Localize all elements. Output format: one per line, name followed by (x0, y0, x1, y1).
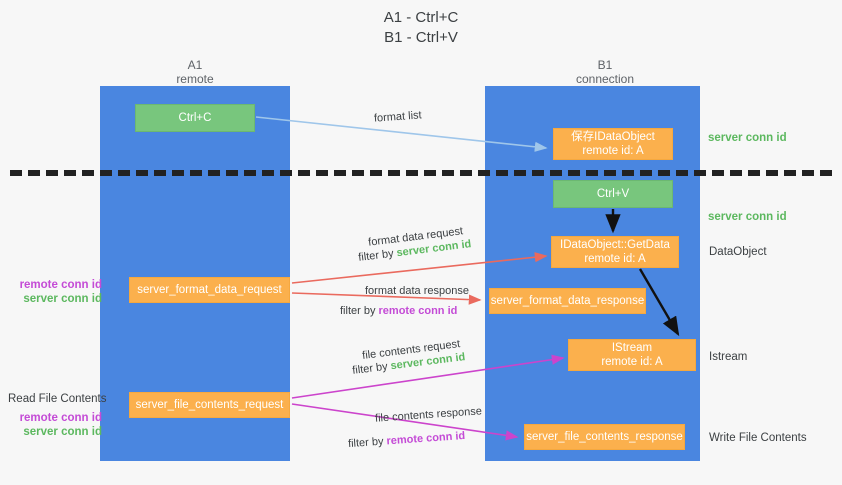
annotation-server-conn-id-top: server conn id (708, 132, 787, 144)
annotation-dataobject: DataObject (709, 246, 767, 258)
edge-filter-prefix: filter by (340, 305, 379, 317)
edge-label-file-contents-response: file contents response (375, 404, 483, 426)
edge-label-format-list: format list (374, 108, 423, 126)
edge-filter-prefix: filter by (347, 435, 387, 451)
column-a1-name: A1 (187, 58, 203, 72)
node-getdata-title: IDataObject::GetData (560, 239, 670, 251)
phase-divider (10, 170, 832, 176)
column-b1-name: B1 (597, 58, 613, 72)
edge-filter-prefix: filter by (357, 247, 398, 264)
node-save-idataobject-title: 保存IDataObject (571, 131, 655, 143)
edge-filter-format-data-response: filter by remote conn id (340, 304, 457, 319)
annotation-remote-conn-id-2: remote conn id (19, 412, 102, 424)
edge-label-format-list-text: format list (373, 109, 423, 125)
column-header-a1: A1 remote (120, 58, 270, 86)
node-server-file-contents-request[interactable]: server_file_contents_request (129, 392, 290, 418)
column-b1-subtitle: connection (575, 72, 635, 86)
node-istream-subtitle: remote id: A (601, 356, 663, 368)
edge-filter-key-remote-conn-id: remote conn id (378, 305, 458, 317)
node-server-format-data-response-label: server_format_data_response (490, 295, 645, 307)
node-idataobject-getdata[interactable]: IDataObject::GetData remote id: A (551, 236, 679, 268)
annotation-server-conn-id-mid: server conn id (708, 211, 787, 223)
annotation-server-conn-id-1: server conn id (23, 293, 102, 305)
page-title: A1 - Ctrl+C B1 - Ctrl+V (0, 8, 842, 48)
edge-label-format-data-response: format data response (365, 284, 469, 299)
node-save-idataobject-subtitle: remote id: A (582, 145, 644, 157)
node-istream[interactable]: IStream remote id: A (568, 339, 696, 371)
title-line-1: A1 - Ctrl+C (383, 9, 459, 26)
node-server-file-contents-response-label: server_file_contents_response (526, 431, 683, 443)
column-header-b1: B1 connection (530, 58, 680, 86)
column-a1-subtitle: remote (176, 72, 214, 86)
title-line-2: B1 - Ctrl+V (384, 29, 458, 46)
annotation-read-file-contents: Read File Contents (8, 393, 107, 405)
annotation-remote-conn-id-1: remote conn id (19, 279, 102, 291)
annotation-conn-id-group-top: remote conn id server conn id (10, 278, 102, 306)
node-ctrl-v[interactable]: Ctrl+V (553, 180, 673, 208)
node-ctrl-v-label: Ctrl+V (596, 188, 630, 200)
annotation-write-file-contents: Write File Contents (709, 432, 807, 444)
annotation-istream: Istream (709, 351, 748, 363)
node-istream-title: IStream (611, 342, 653, 354)
node-server-format-data-request-label: server_format_data_request (137, 284, 282, 296)
annotation-server-conn-id-2: server conn id (23, 426, 102, 438)
node-save-idataobject[interactable]: 保存IDataObject remote id: A (553, 128, 673, 160)
node-server-file-contents-request-label: server_file_contents_request (135, 399, 284, 411)
edge-filter-key-remote-conn-id: remote conn id (386, 429, 466, 448)
edge-label-file-contents-response-text: file contents response (374, 405, 483, 425)
node-server-format-data-response[interactable]: server_format_data_response (489, 288, 646, 314)
node-server-file-contents-response[interactable]: server_file_contents_response (524, 424, 685, 450)
edge-label-format-data-response-text: format data response (365, 285, 469, 297)
node-getdata-subtitle: remote id: A (584, 253, 646, 265)
node-server-format-data-request[interactable]: server_format_data_request (129, 277, 290, 303)
annotation-conn-id-group-bottom: remote conn id server conn id (10, 411, 102, 439)
edge-filter-prefix: filter by (351, 360, 392, 377)
node-ctrl-c[interactable]: Ctrl+C (135, 104, 255, 132)
node-ctrl-c-label: Ctrl+C (178, 112, 212, 124)
edge-filter-file-contents-response: filter by remote conn id (348, 429, 466, 452)
